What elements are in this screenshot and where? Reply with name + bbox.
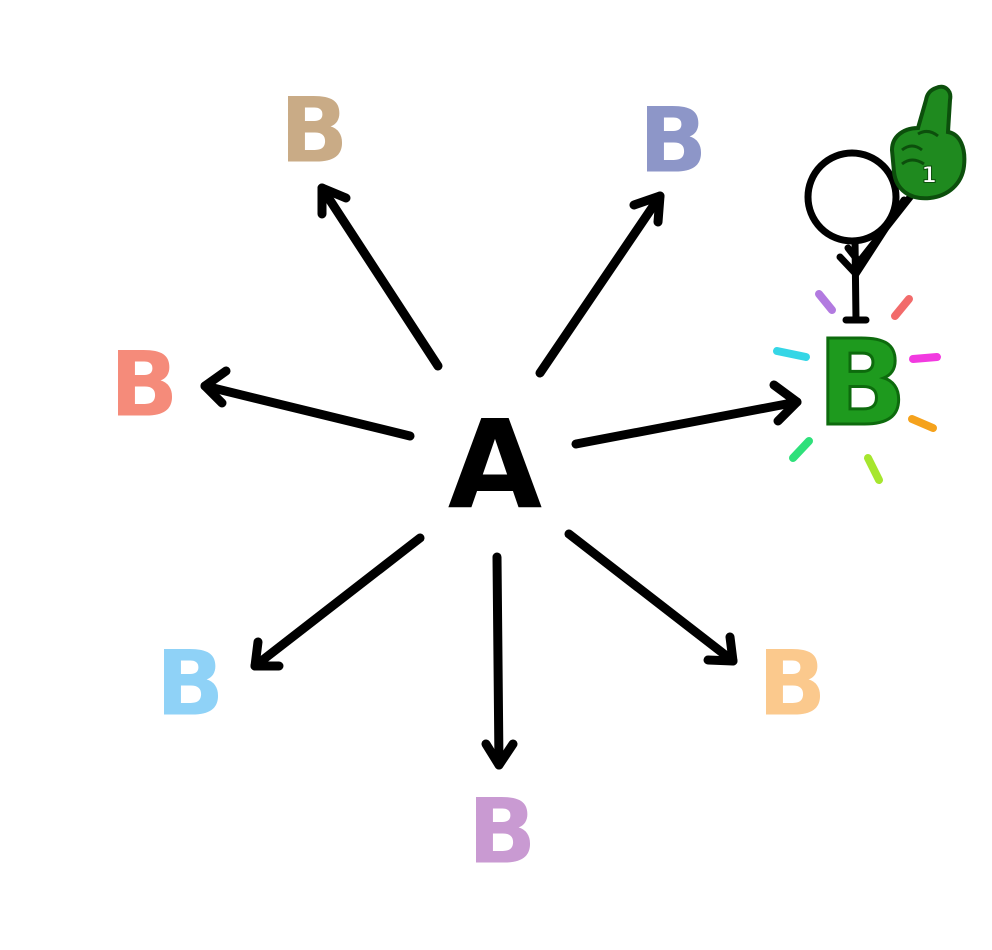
foam-finger-icon: 1 xyxy=(889,84,967,201)
sparkle-mark xyxy=(789,437,813,462)
arrow-to-bottom-left xyxy=(250,533,425,671)
sparkle-mark xyxy=(891,295,913,320)
foam-finger-shape xyxy=(889,84,967,201)
arrow-to-right xyxy=(571,380,802,449)
target-node-b-bottom: B xyxy=(468,780,537,885)
stick-figure-arm xyxy=(844,192,915,266)
target-node-b-top-left: B xyxy=(280,79,349,184)
winner-sparkles xyxy=(773,290,941,484)
target-node-b-top-right: B xyxy=(639,89,708,194)
sparkle-mark xyxy=(864,454,883,484)
arrow-to-top-right xyxy=(535,191,665,378)
source-node-a: A xyxy=(448,394,542,536)
sparkle-mark xyxy=(773,347,810,361)
sparkle-mark xyxy=(908,415,937,432)
arrow-to-bottom xyxy=(481,552,518,770)
arrow-to-bottom-right xyxy=(564,529,738,666)
target-node-b-left: B xyxy=(110,333,179,438)
target-node-b-winner: B xyxy=(817,314,907,452)
sparkle-mark xyxy=(909,353,941,363)
foam-finger-number: 1 xyxy=(921,164,936,189)
stick-figure-fan xyxy=(804,149,915,324)
target-node-b-bottom-right: B xyxy=(758,632,827,737)
arrow-to-left xyxy=(200,366,415,441)
sparkle-mark xyxy=(815,290,836,314)
foam-finger-knuckles xyxy=(901,129,939,166)
target-node-b-bottom-left: B xyxy=(156,632,225,737)
arrow-to-top-left xyxy=(317,183,443,371)
